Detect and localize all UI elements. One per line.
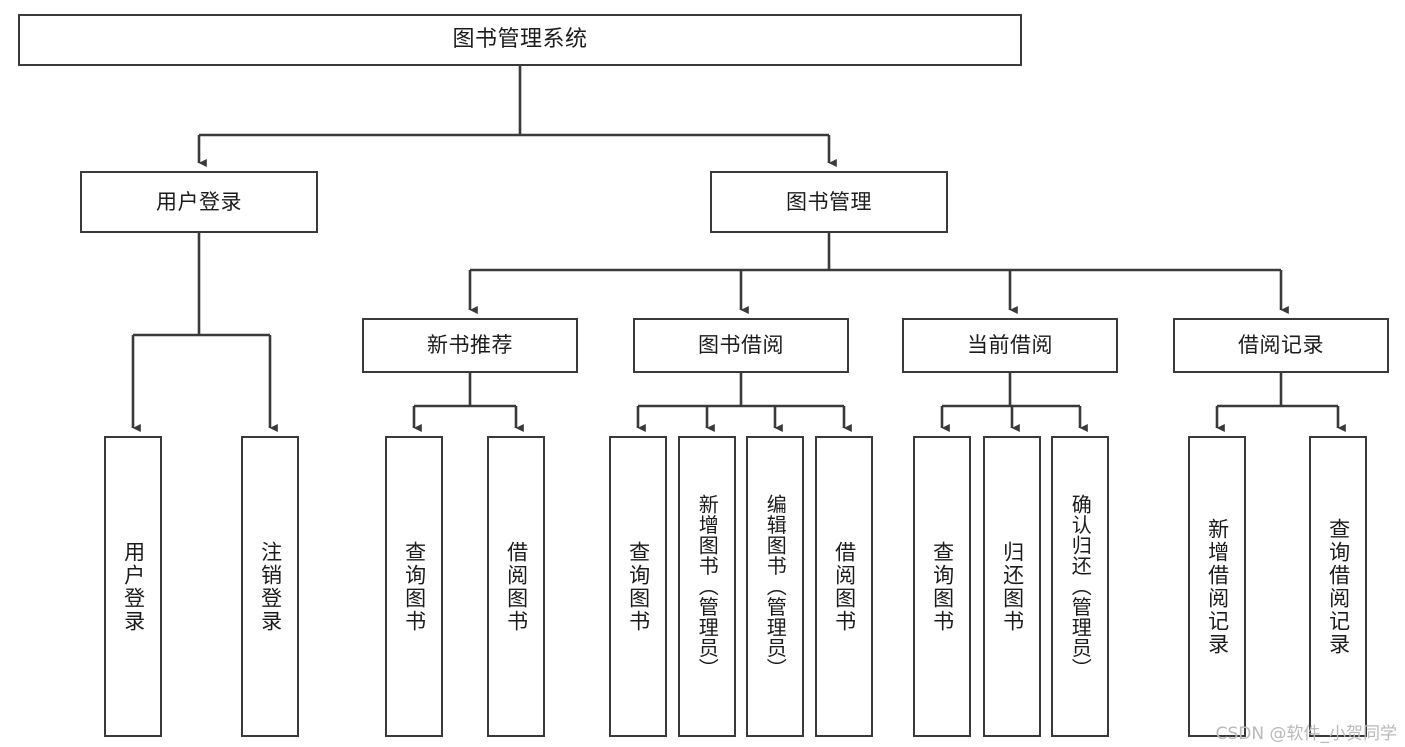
- node-user-login-label: 用户登录: [156, 189, 242, 214]
- node-book-borrow[interactable]: 图书借阅: [633, 318, 849, 373]
- node-leaf-logout-login-label: 注销登录: [258, 540, 283, 633]
- node-leaf-query-borrow-record-label: 查询借阅记录: [1326, 517, 1351, 656]
- node-book-management-label: 图书管理: [786, 189, 872, 214]
- node-book-management[interactable]: 图书管理: [710, 171, 948, 233]
- node-leaf-borrow-book-recommend-label: 借阅图书: [504, 540, 529, 633]
- node-leaf-return-book-label: 归还图书: [1000, 540, 1025, 633]
- node-leaf-add-book[interactable]: 新增图书（管理员）: [678, 436, 736, 737]
- node-root-label: 图书管理系统: [452, 27, 588, 53]
- node-borrow-record-label: 借阅记录: [1238, 333, 1324, 358]
- node-leaf-borrow-book-label: 借阅图书: [832, 540, 857, 633]
- node-new-book-recommend-label: 新书推荐: [427, 333, 513, 358]
- node-borrow-record[interactable]: 借阅记录: [1173, 318, 1389, 373]
- node-leaf-query-book-current-label: 查询图书: [930, 540, 955, 633]
- node-current-borrow[interactable]: 当前借阅: [902, 318, 1118, 373]
- node-leaf-query-book-recommend[interactable]: 查询图书: [385, 436, 443, 737]
- node-leaf-add-book-label: 新增图书（管理员）: [695, 494, 720, 679]
- node-leaf-borrow-book[interactable]: 借阅图书: [815, 436, 873, 737]
- node-leaf-edit-book[interactable]: 编辑图书（管理员）: [746, 436, 804, 737]
- watermark: CSDN @软件_小贺同学: [1215, 724, 1397, 744]
- node-leaf-query-book-current[interactable]: 查询图书: [913, 436, 971, 737]
- node-leaf-edit-book-label: 编辑图书（管理员）: [763, 494, 788, 679]
- node-leaf-query-borrow-record[interactable]: 查询借阅记录: [1309, 436, 1367, 737]
- node-new-book-recommend[interactable]: 新书推荐: [362, 318, 578, 373]
- node-leaf-query-book-recommend-label: 查询图书: [402, 540, 427, 633]
- node-leaf-logout-login[interactable]: 注销登录: [241, 436, 299, 737]
- node-book-borrow-label: 图书借阅: [698, 333, 784, 358]
- node-leaf-add-borrow-record[interactable]: 新增借阅记录: [1188, 436, 1246, 737]
- node-current-borrow-label: 当前借阅: [967, 333, 1053, 358]
- node-user-login[interactable]: 用户登录: [80, 171, 318, 233]
- node-leaf-query-book-borrow-label: 查询图书: [626, 540, 651, 633]
- node-leaf-return-book[interactable]: 归还图书: [983, 436, 1041, 737]
- node-root[interactable]: 图书管理系统: [18, 14, 1022, 66]
- node-leaf-user-login-label: 用户登录: [121, 540, 146, 633]
- node-leaf-borrow-book-recommend[interactable]: 借阅图书: [487, 436, 545, 737]
- node-leaf-user-login[interactable]: 用户登录: [104, 436, 162, 737]
- node-leaf-query-book-borrow[interactable]: 查询图书: [609, 436, 667, 737]
- node-leaf-confirm-return-label: 确认归还（管理员）: [1068, 494, 1093, 679]
- node-leaf-add-borrow-record-label: 新增借阅记录: [1205, 517, 1230, 656]
- node-leaf-confirm-return[interactable]: 确认归还（管理员）: [1051, 436, 1109, 737]
